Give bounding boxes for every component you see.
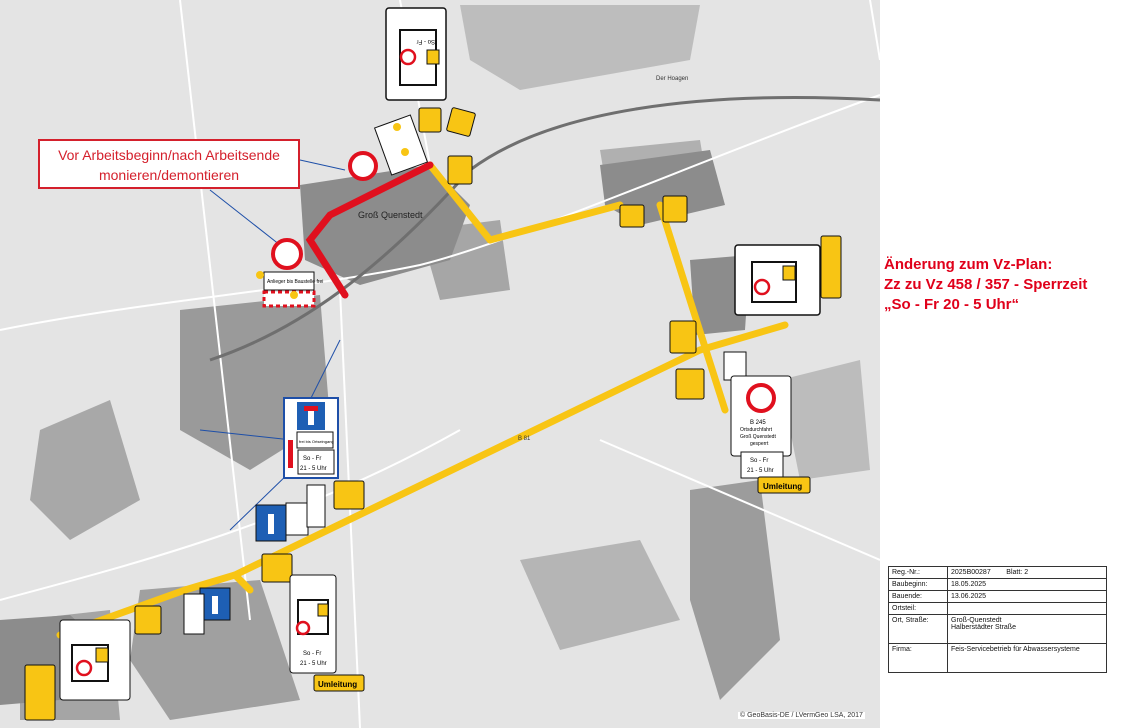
place-label-gross-quenstedt: Groß Quenstedt xyxy=(358,210,423,220)
b245-line3: Groß Quenstedt xyxy=(740,434,776,440)
detour-plan-sign-top: So - Fr xyxy=(385,7,447,101)
ortsteil-label: Ortsteil: xyxy=(888,602,948,615)
dead-end-sign-south-west xyxy=(134,587,231,635)
umleitung-east: Umleitung xyxy=(763,482,802,491)
frei-bis-text: frei bis Ortseingang xyxy=(299,439,334,444)
change-note-line1: Änderung zum Vz-Plan: xyxy=(884,256,1053,273)
firma-label: Firma: xyxy=(888,643,948,673)
mounting-callout: Vor Arbeitsbeginn/nach Arbeitsende monie… xyxy=(38,139,300,189)
ort-label: Ort, Straße: xyxy=(888,614,948,644)
b245-closure-sign: B 245 Ortsdurchfahrt Groß Quenstedt gesp… xyxy=(730,375,811,494)
south-so-fr: So - Fr xyxy=(303,651,321,657)
closed-section xyxy=(305,161,434,299)
anlieger-text: Anlieger bis Baustelle frei xyxy=(267,279,323,285)
reg-value: 2025B00287 xyxy=(951,569,991,576)
yellow-arrow-signs-junction xyxy=(669,320,747,400)
base-map: Groß Quenstedt Der Hoagen B 81 So - Fr A… xyxy=(0,0,880,728)
firma-value: Feis-Servicebetrieb für Abwassersysteme xyxy=(947,643,1107,673)
leader-lines xyxy=(199,159,346,531)
yellow-arrow-signs-top xyxy=(418,107,476,185)
bauende-value: 13.06.2025 xyxy=(947,590,1107,603)
b245-so-fr: So - Fr xyxy=(750,458,768,464)
detour-plan-sign-south: So - Fr 21 - 5 Uhr Umleitung xyxy=(261,553,365,692)
baubeginn-value: 18.05.2025 xyxy=(947,578,1107,591)
reg-value-cell: 2025B00287 Blatt: 2 xyxy=(947,566,1107,579)
umleitung-south: Umleitung xyxy=(318,680,357,689)
baubeginn-label: Baubeginn: xyxy=(888,578,948,591)
so-fr-text: So - Fr xyxy=(417,38,435,44)
reg-label: Reg.-Nr.: xyxy=(888,566,948,579)
dead-end-sign-lower-left xyxy=(255,480,365,542)
blatt-value: 2 xyxy=(1024,569,1029,576)
south-hours: 21 - 5 Uhr xyxy=(300,661,327,667)
detour-plan-sign-south-west xyxy=(24,619,131,721)
b245-hours: 21 - 5 Uhr xyxy=(747,468,774,474)
title-block: Reg.-Nr.: 2025B00287 Blatt: 2 Baubeginn:… xyxy=(888,566,1107,673)
detour-plan-sign-east xyxy=(734,235,842,316)
callout-line1: Vor Arbeitsbeginn/nach Arbeitsende xyxy=(58,147,280,163)
change-note: Änderung zum Vz-Plan: Zz zu Vz 458 / 357… xyxy=(884,255,1087,315)
change-note-line2: Zz zu Vz 458 / 357 - Sperrzeit xyxy=(884,276,1088,293)
ort-value2: Halberstädter Straße xyxy=(951,624,1016,631)
dead-end-sign-center: frei bis Ortseingang So - Fr 21 - 5 Uhr xyxy=(283,397,339,479)
blatt-label: Blatt: xyxy=(1006,569,1023,576)
ortsteil-value xyxy=(947,602,1107,615)
bauende-label: Bauende: xyxy=(888,590,948,603)
yellow-arrow-signs-east-village xyxy=(619,195,688,228)
copyright-notice: © GeoBasis-DE / LVermGeo LSA, 2017 xyxy=(738,712,865,719)
callout-line2: monieren/demontieren xyxy=(98,167,240,183)
change-note-line3: „So - Fr 20 - 5 Uhr“ xyxy=(884,296,1020,313)
b245-line4: gesperrt xyxy=(750,441,769,447)
ort-value1: Groß-Quenstedt xyxy=(951,617,1002,624)
barrier-sign-upper xyxy=(373,114,429,176)
road-label-b81: B 81 xyxy=(518,436,531,442)
b245-line2: Ortsdurchfahrt xyxy=(740,427,773,433)
ort-value-cell: Groß-Quenstedt Halberstädter Straße xyxy=(947,614,1107,644)
place-label-der-hoagen: Der Hoagen xyxy=(656,76,688,82)
minor-roads xyxy=(0,0,880,728)
closure-sign-lower: Anlieger bis Baustelle frei xyxy=(256,238,323,308)
center-so-fr: So - Fr xyxy=(303,456,321,462)
closure-sign-upper xyxy=(348,151,378,181)
center-hours: 21 - 5 Uhr xyxy=(300,466,327,472)
b245-line1: B 245 xyxy=(750,420,766,426)
